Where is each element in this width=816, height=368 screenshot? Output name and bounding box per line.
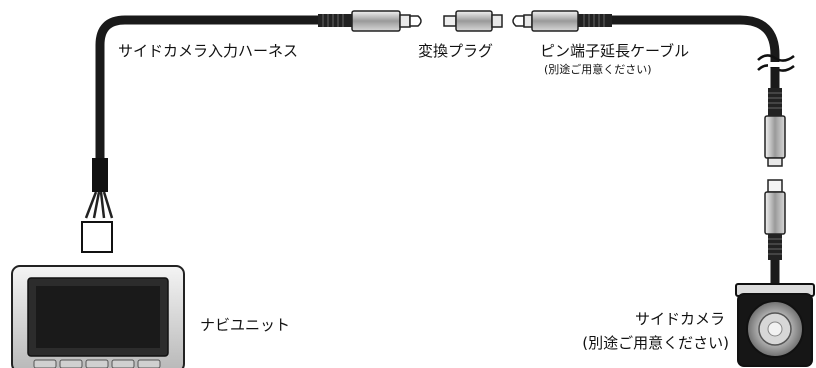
harness-breakout xyxy=(81,158,114,253)
navi-label: ナビユニット xyxy=(200,316,291,334)
harness-cable xyxy=(95,15,318,165)
cable-label: ピン端子延長ケーブル xyxy=(540,42,690,60)
extension-cable xyxy=(612,15,780,90)
harness-label: サイドカメラ入力ハーネス xyxy=(118,42,299,60)
extension-rca-left xyxy=(512,10,612,32)
cable-note: (別途ご用意ください) xyxy=(544,63,652,76)
harness-rca-connector xyxy=(318,10,422,32)
side-camera-icon xyxy=(735,283,815,367)
plug-label: 変換プラグ xyxy=(418,42,494,60)
extension-rca-bottom xyxy=(764,88,786,167)
camera-rca xyxy=(764,179,786,260)
camera-note: (別途ご用意ください) xyxy=(582,334,729,352)
conversion-plug xyxy=(443,10,503,32)
camera-label: サイドカメラ xyxy=(634,310,725,328)
navi-unit-icon xyxy=(11,265,185,368)
